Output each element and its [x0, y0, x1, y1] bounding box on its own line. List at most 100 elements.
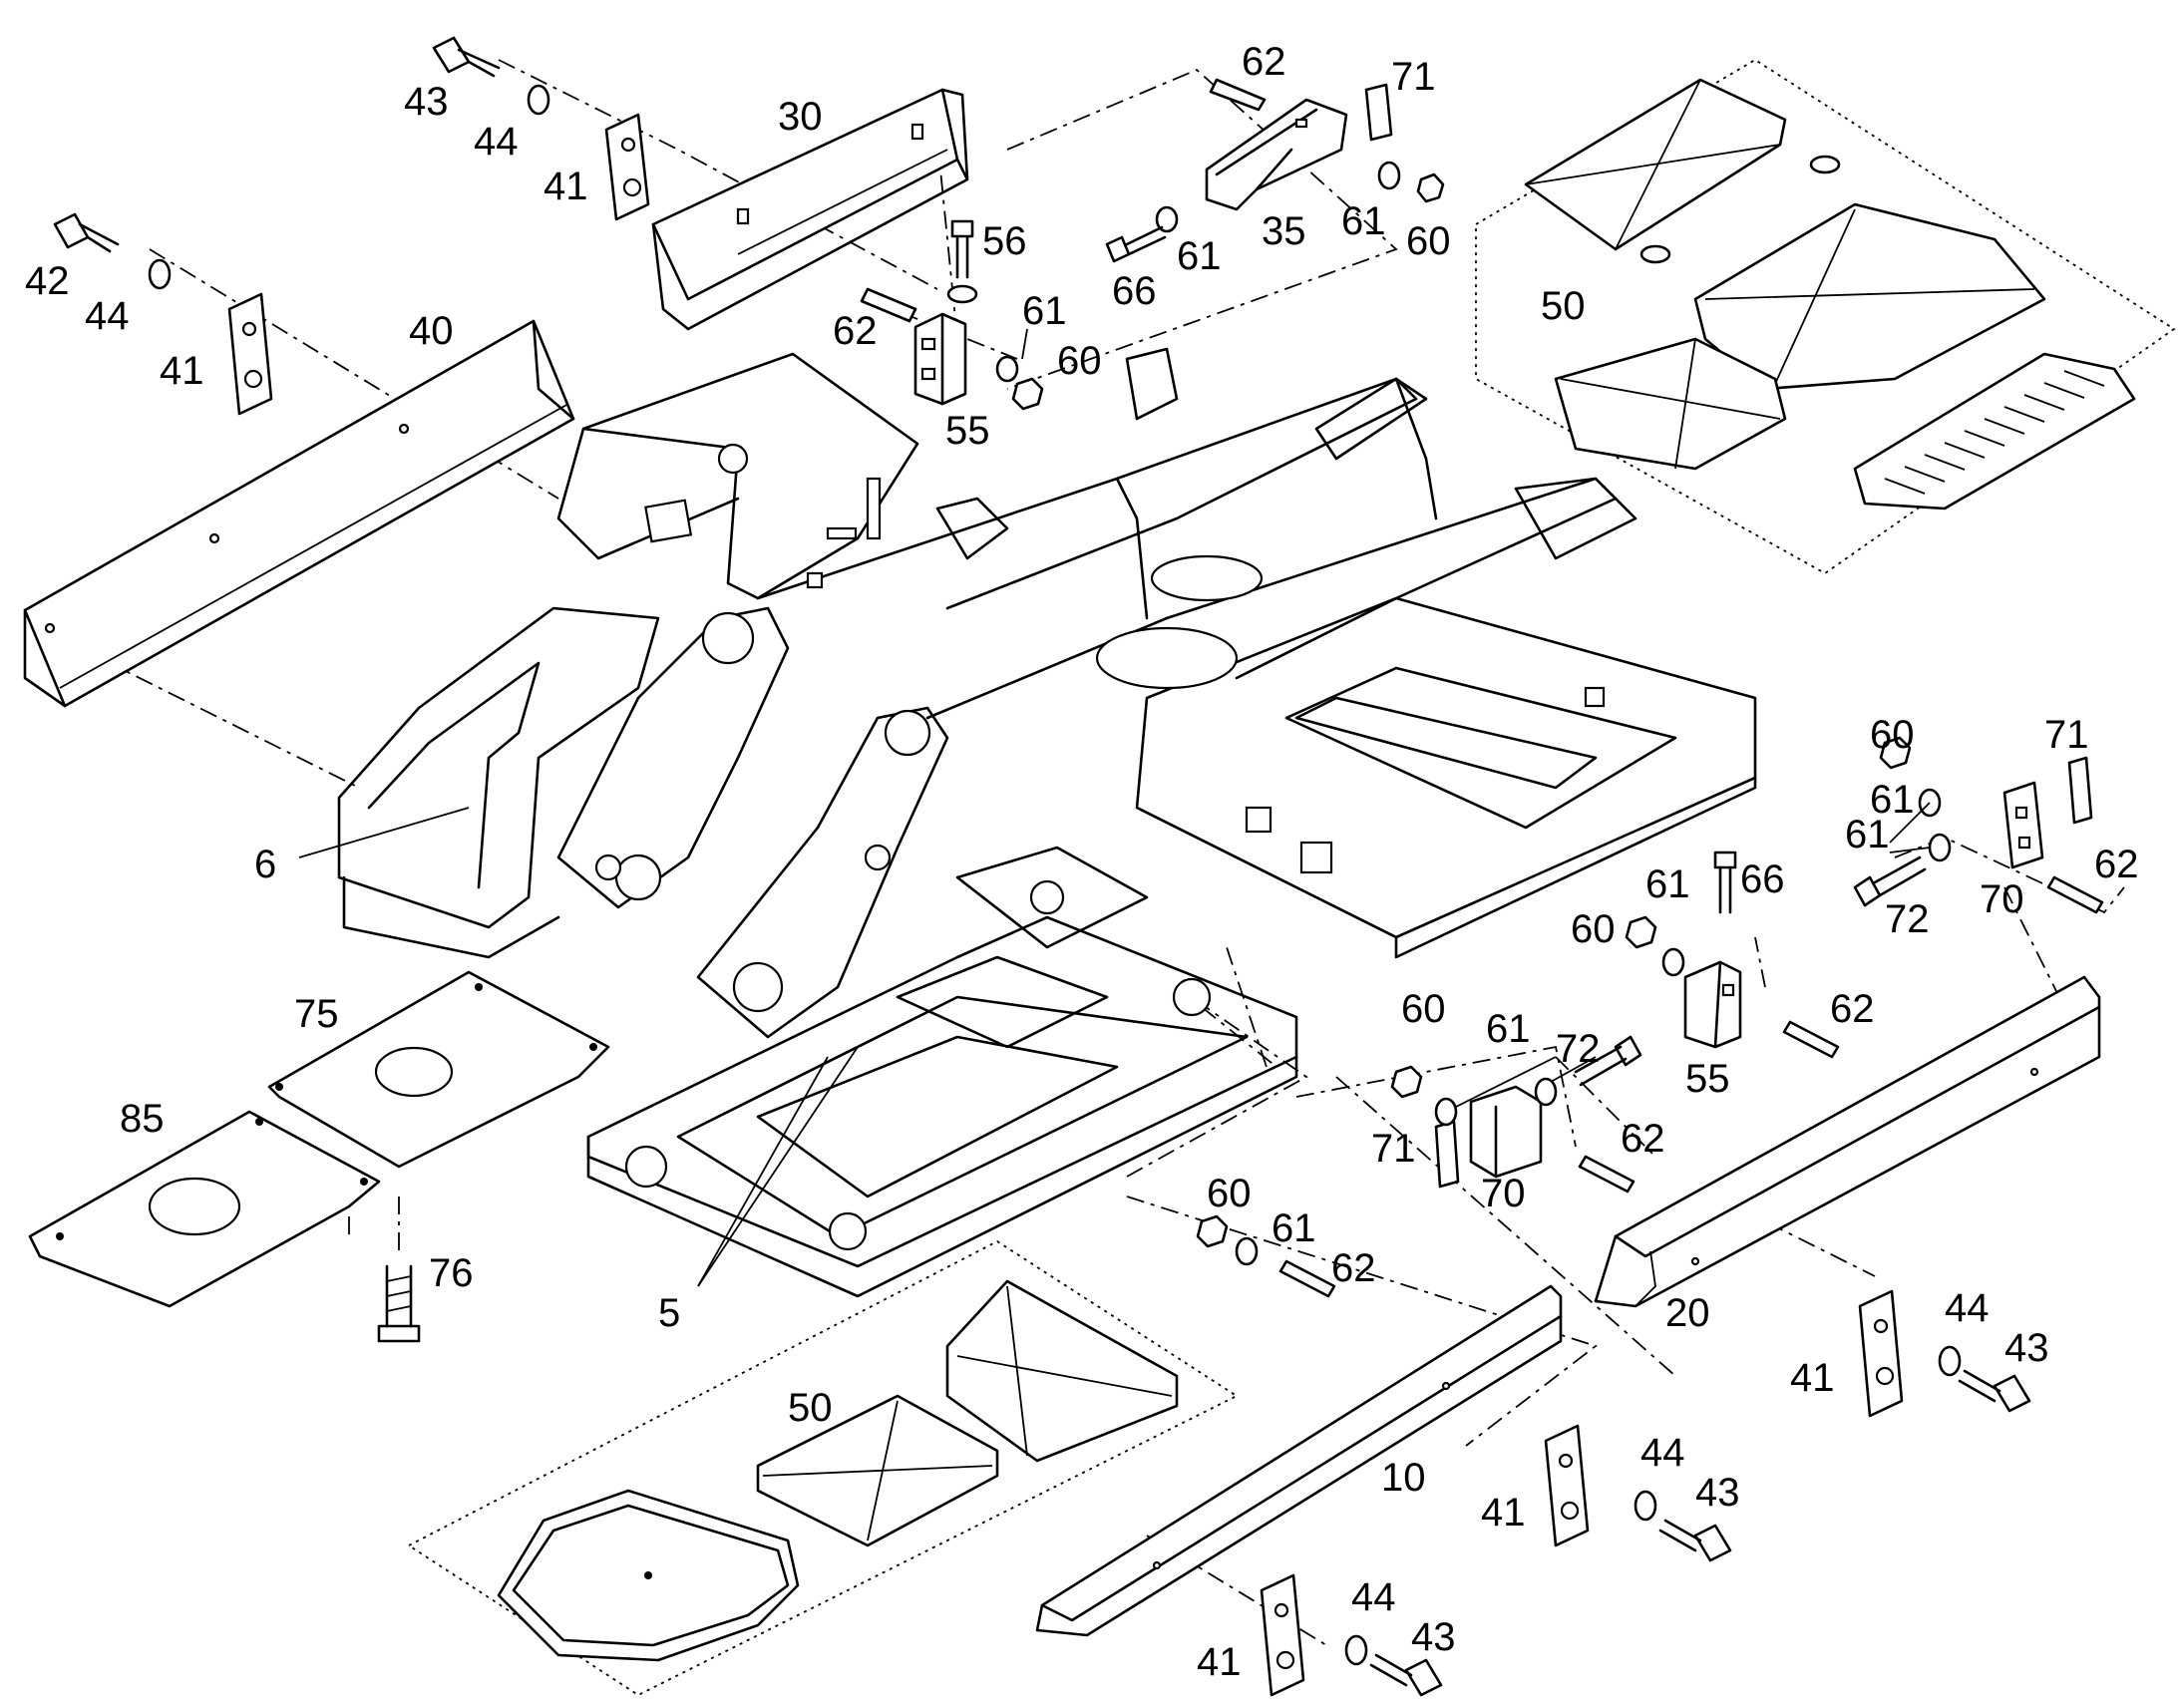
bolt-56: [950, 219, 974, 279]
label-41-left: 41: [160, 349, 204, 393]
label-61-right: 61: [1845, 813, 1890, 856]
washer-61-mid: [1661, 947, 1685, 977]
label-44-right: 44: [1945, 1286, 1990, 1330]
label-62-top: 62: [1242, 40, 1286, 84]
label-50-top: 50: [1541, 284, 1586, 328]
assembly-line-62-frame: [1226, 946, 1268, 1068]
label-60-right: 60: [1870, 713, 1915, 757]
label-40: 40: [409, 309, 454, 353]
bracket-41-right: [1858, 1289, 1904, 1418]
label-44-top: 44: [474, 120, 519, 164]
nut-60-top-mid: [1011, 377, 1044, 411]
label-76: 76: [429, 1251, 474, 1295]
label-61-mid: 61: [1645, 862, 1690, 906]
label-44-left: 44: [85, 294, 130, 338]
label-60-top-mid: 60: [1057, 339, 1102, 383]
label-55-right: 55: [1685, 1057, 1730, 1101]
plate-75: [267, 970, 610, 1169]
bracket-35: [1205, 98, 1348, 211]
label-66-right: 66: [1740, 857, 1785, 901]
label-75: 75: [294, 992, 339, 1036]
label-41-top: 41: [544, 165, 588, 208]
bolt-72-right: [1853, 855, 1927, 907]
assembly-line-20-41: [1712, 886, 2076, 1277]
label-71-top: 71: [1391, 55, 1436, 99]
label-20: 20: [1665, 1291, 1710, 1335]
bolt-66-right: [1713, 851, 1737, 914]
label-61-lower: 61: [1486, 1007, 1531, 1051]
label-6: 6: [254, 843, 276, 886]
bracket-41-top: [604, 113, 650, 221]
plate-71-right: [2067, 756, 2093, 825]
washer-44-left: [148, 258, 172, 290]
washer-44-top: [527, 84, 550, 116]
label-60-top: 60: [1406, 219, 1451, 263]
label-42: 42: [25, 259, 70, 303]
washer-61-top: [1377, 161, 1401, 190]
label-60-mid: 60: [1571, 907, 1616, 951]
label-43-mid: 43: [1695, 1471, 1740, 1515]
bracket-41-mid: [1544, 1424, 1590, 1547]
label-56: 56: [982, 219, 1027, 263]
bolt-72-mid: [1574, 1035, 1642, 1087]
label-72-mid: 72: [1556, 1027, 1601, 1071]
assembly-line-20: [1894, 837, 2125, 914]
assembly-line-55-62: [1754, 936, 1766, 988]
bracket-41-bottom: [1260, 1573, 1305, 1697]
washer-61-right-lower: [1928, 833, 1952, 862]
label-70-right: 70: [1980, 877, 2024, 921]
assembly-line-40-frame: [39, 627, 360, 789]
label-62-mid: 62: [1830, 987, 1875, 1031]
mount-70-mid: [1469, 1085, 1543, 1179]
label-60-lower: 60: [1401, 987, 1446, 1031]
rail-10: [1035, 1284, 1563, 1637]
label-41-right: 41: [1790, 1356, 1835, 1400]
label-5: 5: [658, 1291, 680, 1335]
nut-60-top: [1416, 172, 1445, 203]
assembly-line-30-frame: [936, 139, 958, 340]
rail-40: [23, 319, 575, 708]
washer-44-right: [1938, 1345, 1962, 1377]
label-61-top-mid: 61: [1022, 289, 1067, 333]
label-41-mid: 41: [1481, 1491, 1526, 1535]
bolt-76: [377, 1264, 421, 1343]
bolt-43-bottom: [1369, 1653, 1443, 1697]
stud-62-mid: [1782, 1020, 1840, 1059]
stud-62-lower: [1578, 1155, 1635, 1194]
plate-71-mid: [1434, 1120, 1460, 1189]
label-62-lower: 62: [1621, 1117, 1665, 1161]
assembly-line-70-62: [1555, 1056, 1656, 1158]
label-71-right: 71: [2044, 713, 2089, 757]
cover-kit-50-bottom: [497, 1279, 1179, 1662]
label-61-top: 61: [1341, 199, 1386, 243]
stud-62-bottom: [1278, 1259, 1336, 1298]
nut-60-mid: [1625, 915, 1657, 949]
label-41-bottom: 41: [1197, 1640, 1242, 1684]
mount-55-top: [913, 312, 967, 406]
label-43-right: 43: [2004, 1326, 2049, 1370]
label-72-right: 72: [1885, 897, 1930, 941]
washer-61-top-left: [1155, 205, 1179, 233]
nut-60-lower: [1390, 1065, 1423, 1099]
stud-62-right: [2046, 875, 2104, 914]
label-44-mid: 44: [1640, 1431, 1685, 1475]
stud-62-top: [1209, 78, 1267, 112]
label-10: 10: [1381, 1456, 1426, 1500]
label-62-top-left: 62: [833, 309, 878, 353]
stud-62-top-left: [860, 287, 917, 323]
mount-70-right: [2002, 781, 2044, 869]
nut-60-bottom: [1196, 1214, 1229, 1248]
label-50-bottom: 50: [788, 1386, 833, 1430]
label-62-bottom: 62: [1331, 1246, 1376, 1290]
label-leaders: [298, 328, 1931, 1287]
main-frame-6: [337, 347, 1757, 1039]
channel-30: [651, 88, 969, 331]
label-55-top: 55: [945, 409, 990, 453]
nut-60-right: [1879, 736, 1912, 770]
bolt-43-top: [432, 36, 501, 78]
washer-44-bottom: [1344, 1634, 1368, 1666]
washer-44-mid: [1634, 1490, 1657, 1522]
label-44-bottom: 44: [1351, 1575, 1396, 1619]
label-60-bottom: 60: [1207, 1172, 1252, 1215]
